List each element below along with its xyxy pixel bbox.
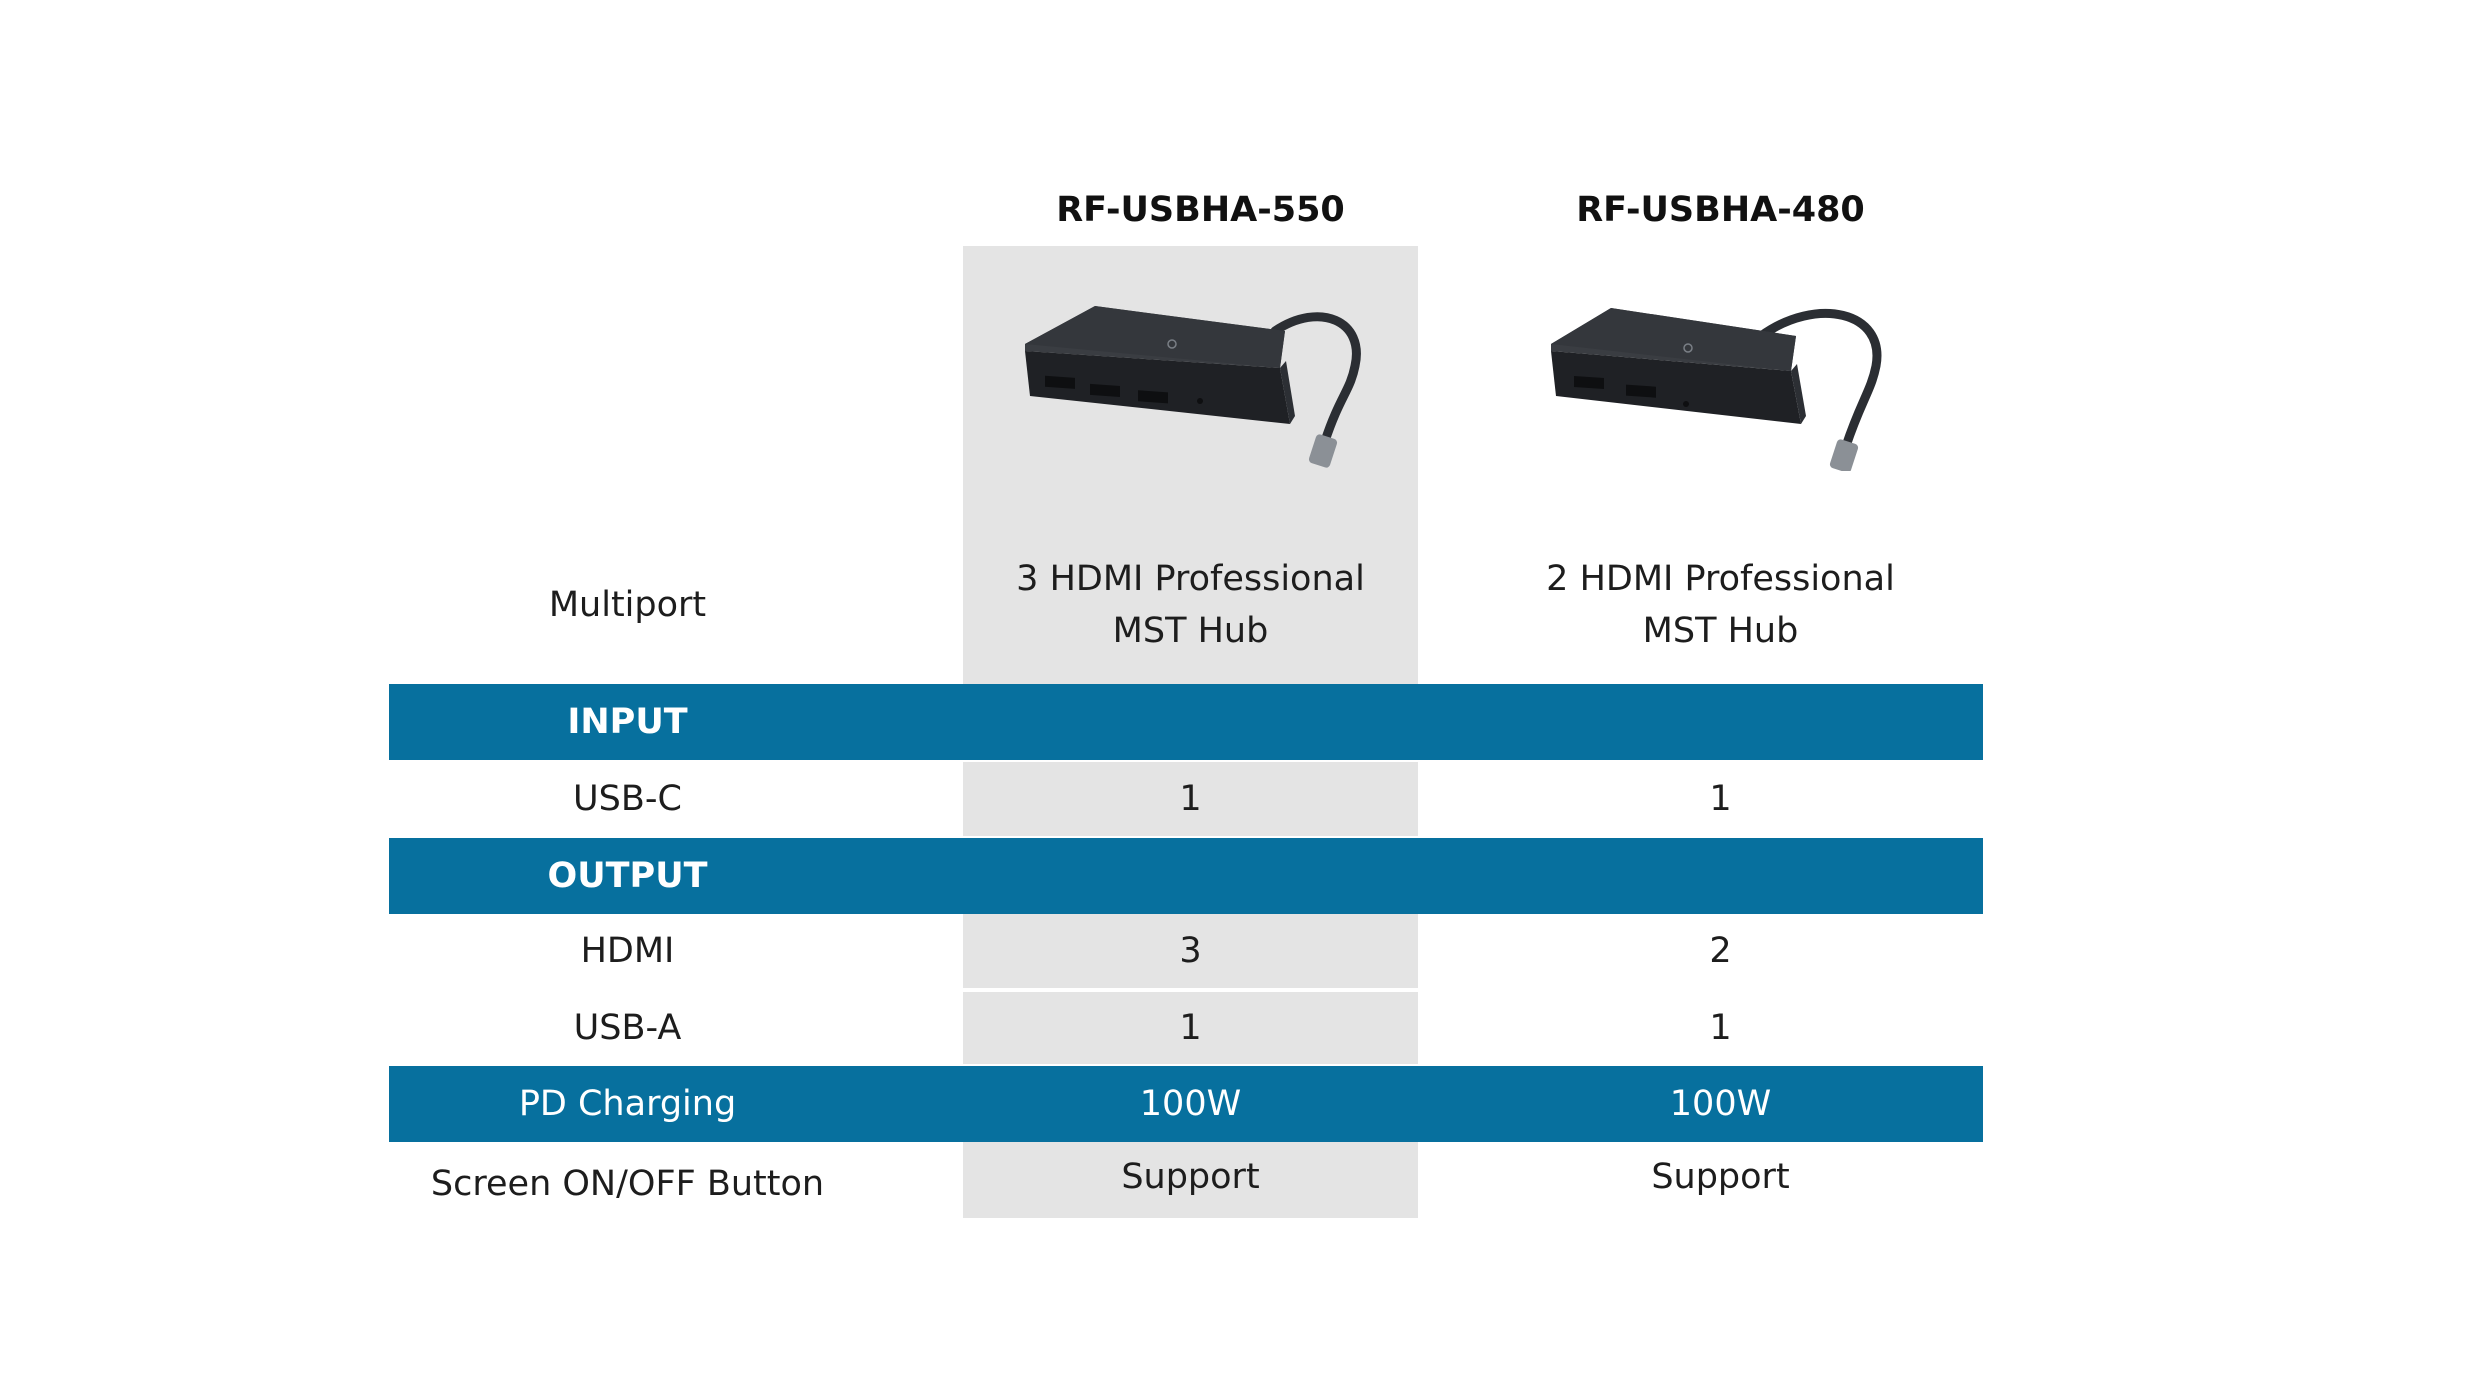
product-1-column-shade bbox=[963, 992, 1418, 1064]
multiport-value-2: 2 HDMI Professional MST Hub bbox=[1546, 559, 1895, 651]
screen-button-value-1: Support bbox=[1121, 1157, 1260, 1197]
output-section-header: OUTPUT bbox=[547, 856, 708, 896]
input-band bbox=[389, 684, 1983, 760]
input-section-header: INPUT bbox=[567, 702, 688, 742]
output-band bbox=[389, 838, 1983, 914]
product-2-hub-image bbox=[1551, 308, 1882, 471]
hdmi-value-2: 2 bbox=[1709, 931, 1732, 971]
pd-charging-value-2: 100W bbox=[1669, 1084, 1772, 1124]
usb-c-value-2: 1 bbox=[1709, 779, 1732, 819]
row-label-hdmi: HDMI bbox=[580, 931, 675, 971]
product-1-column-shade bbox=[963, 1142, 1418, 1218]
pd-charging-band bbox=[389, 1066, 1983, 1142]
usb-c-value-1: 1 bbox=[1179, 779, 1202, 819]
product-1-hub-image bbox=[1025, 306, 1361, 468]
usb-a-value-2: 1 bbox=[1709, 1008, 1732, 1048]
row-label-pd-charging: PD Charging bbox=[518, 1084, 737, 1124]
product-1-column-shade bbox=[963, 762, 1418, 836]
row-label-screen-button: Screen ON/OFF Button bbox=[430, 1164, 825, 1204]
usb-a-value-1: 1 bbox=[1179, 1008, 1202, 1048]
pd-charging-value-1: 100W bbox=[1139, 1084, 1242, 1124]
product-2-model: RF-USBHA-480 bbox=[1576, 190, 1865, 230]
row-label-multiport: Multiport bbox=[548, 585, 707, 625]
screen-button-value-2: Support bbox=[1651, 1157, 1790, 1197]
product-1-model: RF-USBHA-550 bbox=[1056, 190, 1345, 230]
hdmi-value-1: 3 bbox=[1179, 931, 1202, 971]
multiport-value-1: 3 HDMI Professional MST Hub bbox=[1016, 559, 1365, 651]
row-label-usb-a: USB-A bbox=[573, 1008, 682, 1048]
product-1-column-shade bbox=[963, 914, 1418, 988]
row-label-usb-c: USB-C bbox=[573, 779, 682, 819]
